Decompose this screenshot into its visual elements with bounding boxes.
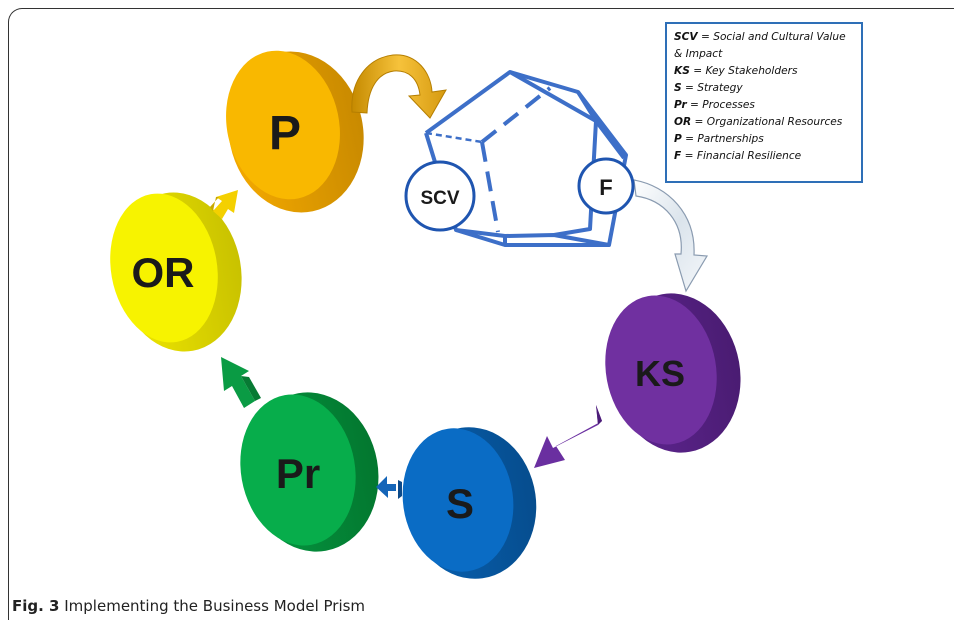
node-f-label: F [599,175,612,200]
legend-line-p: P = Partnerships [674,133,764,145]
node-scv-circle [404,160,476,232]
legend-box: SCV = Social and Cultural Value & Impact… [665,22,863,183]
node-pr-face [240,394,356,546]
prism-hidden-edge-3 [480,141,500,233]
node-s: S [402,427,537,579]
legend-line-or: OR = Organizational Resources [674,116,843,128]
node-pr-label: Pr [276,450,320,497]
legend-line-scv: SCV = Social and Cultural Value [674,31,846,43]
node-ks-face [605,295,717,445]
arrow-pr-to-or [221,357,261,408]
node-s-label: S [446,480,474,527]
arrow-p-to-prism [351,54,447,119]
caption-label: Fig. 3 [12,597,60,615]
prism-edge-right [576,90,626,160]
prism-hidden-edge-1 [425,131,483,144]
node-f-circle [577,157,635,215]
arrow-prism-to-ks [633,179,709,293]
node-p: P [226,50,364,213]
prism [424,70,628,247]
legend-line-ks: KS = Key Stakeholders [674,65,798,77]
legend-line-s: S = Strategy [674,82,743,94]
node-f: F [577,157,635,215]
figure-caption: Fig. 3 Implementing the Business Model P… [12,597,365,615]
arrow-s-to-pr [376,476,402,499]
legend-line-f: F = Financial Resilience [674,150,802,162]
node-scv-label: SCV [420,188,459,209]
figure-frame [8,8,954,620]
legend-line-scv-cont: & Impact [674,48,723,60]
node-p-label: P [269,107,301,160]
node-ks-label: KS [635,353,685,394]
arrow-or-to-p [210,190,238,219]
node-or-face [110,193,218,343]
prism-hidden-edge-2 [480,86,552,144]
node-s-face [402,428,514,572]
arrow-ks-to-s [534,405,602,468]
node-p-face [226,50,340,200]
node-or: OR [110,192,242,352]
node-pr: Pr [240,392,379,552]
node-or-label: OR [132,249,195,296]
node-ks: KS [605,293,741,453]
legend-line-pr: Pr = Processes [674,99,755,111]
caption-text: Implementing the Business Model Prism [59,597,366,615]
node-scv: SCV [404,160,476,232]
